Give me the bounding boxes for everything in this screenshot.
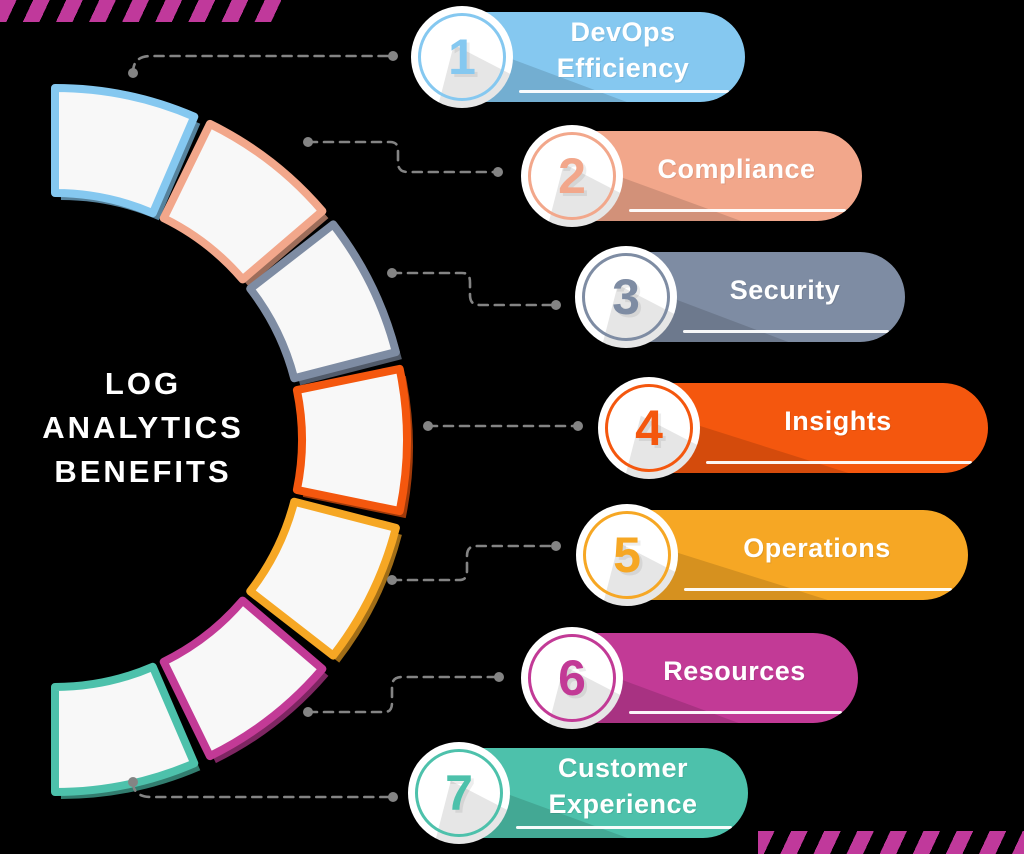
connector-5	[390, 544, 558, 582]
number-badge-3: 3	[575, 246, 677, 348]
benefit-label: Security	[729, 275, 841, 306]
benefit-number: 4	[635, 400, 663, 456]
connector-3-dot-start	[387, 268, 397, 278]
number-badge-7: 7	[408, 742, 510, 844]
number-badge-4: 4	[598, 377, 700, 479]
pill-underline	[629, 208, 846, 212]
connector-4-dot-end	[573, 421, 583, 431]
number-badge-2: 2	[521, 125, 623, 227]
benefit-number: 2	[558, 148, 586, 204]
pill-underline	[516, 825, 732, 829]
connector-1-dot-start	[128, 68, 138, 78]
arc-segment-5	[246, 497, 400, 660]
arc-segment-6	[159, 596, 327, 761]
number-badge-5: 5	[576, 504, 678, 606]
pill-underline	[629, 710, 842, 714]
page-title: LOG ANALYTICS BENEFITS	[42, 366, 244, 490]
number-badge-1: 1	[411, 6, 513, 108]
connector-1-dot-end	[388, 51, 398, 61]
badge-ring	[418, 13, 506, 101]
benefit-number: 5	[613, 527, 641, 583]
connector-6-dot-end	[494, 672, 504, 682]
connector-5-dot-start	[387, 575, 397, 585]
connector-6-dot-start	[303, 707, 313, 717]
connector-5-dot-end	[551, 541, 561, 551]
benefit-label: DevOps Efficiency	[556, 17, 690, 83]
benefit-label: Customer Experience	[548, 753, 698, 819]
pill-underline	[683, 329, 889, 333]
arc-segment-4	[292, 364, 411, 516]
connector-7	[131, 780, 395, 799]
pill-underline	[519, 89, 729, 93]
badge-ring	[605, 384, 693, 472]
badge-ring	[528, 634, 616, 722]
benefit-number: 3	[612, 269, 640, 325]
pill-underline	[684, 587, 952, 591]
connector-7-dot-start	[128, 777, 138, 787]
connector-3	[390, 271, 558, 307]
benefit-number: 6	[558, 650, 586, 706]
benefit-number: 7	[445, 765, 473, 821]
connector-1	[131, 54, 395, 75]
badge-ring	[415, 749, 503, 837]
connector-2-dot-end	[493, 167, 503, 177]
arc-segment-3	[246, 220, 400, 383]
connector-7-dot-end	[388, 792, 398, 802]
number-badge-6: 6	[521, 627, 623, 729]
connector-6	[306, 675, 501, 714]
arc-segment-7	[51, 662, 199, 797]
badge-ring	[583, 511, 671, 599]
connector-2	[306, 140, 500, 174]
connector-4-dot-start	[423, 421, 433, 431]
pill-underline	[706, 460, 972, 464]
connector-3-dot-end	[551, 300, 561, 310]
benefit-label: Insights	[784, 406, 892, 437]
benefit-label: Operations	[743, 533, 891, 564]
benefit-label: Compliance	[657, 154, 816, 185]
arc-segment-1	[51, 83, 199, 218]
benefit-label: Resources	[663, 656, 806, 687]
connector-2-dot-start	[303, 137, 313, 147]
benefit-number: 1	[448, 29, 476, 85]
badge-ring	[582, 253, 670, 341]
arc-segment-2	[159, 119, 327, 284]
badge-ring	[528, 132, 616, 220]
